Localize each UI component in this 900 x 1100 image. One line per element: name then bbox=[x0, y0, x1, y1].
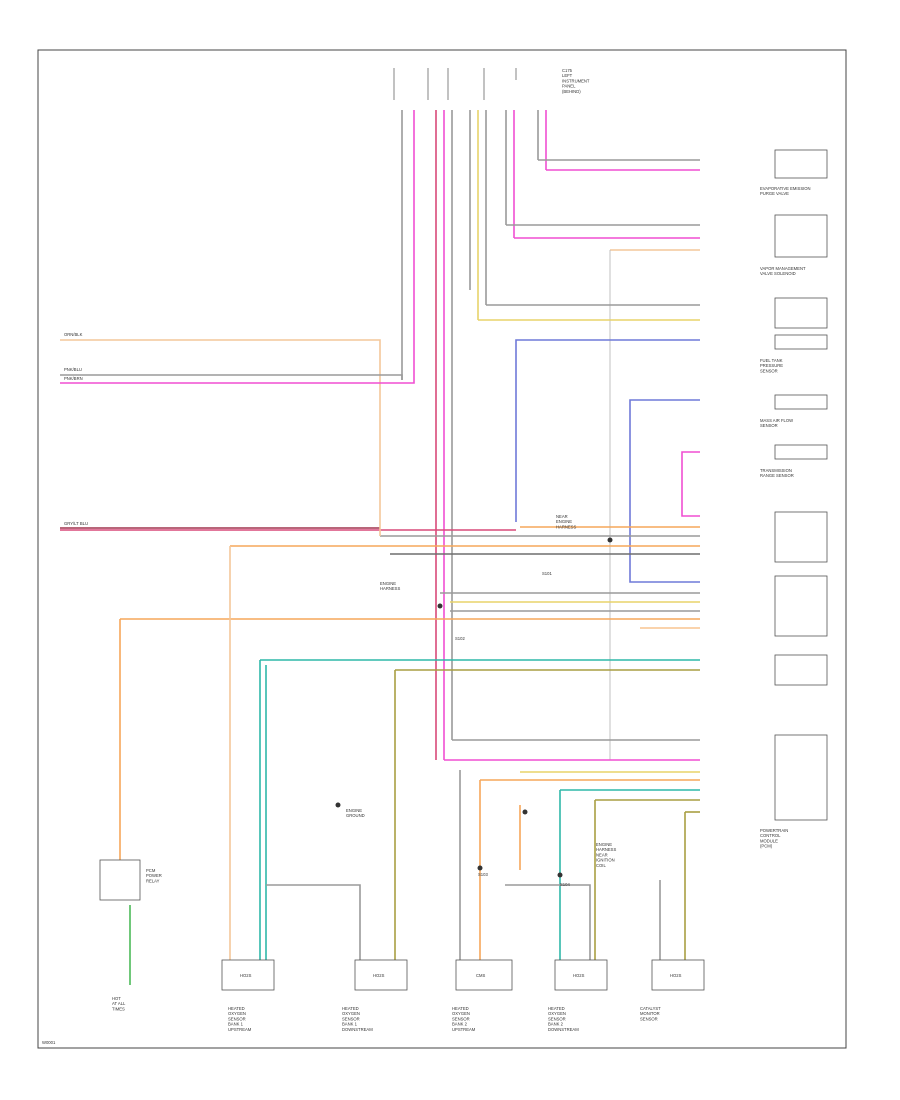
sensor-box-4 bbox=[554, 959, 608, 991]
splice-label-2: S102 bbox=[455, 636, 465, 641]
module-box-6 bbox=[774, 444, 828, 460]
diagram-frame bbox=[37, 49, 847, 1049]
splice-label-1: S101 bbox=[542, 571, 552, 576]
sensor-downruns bbox=[119, 546, 686, 985]
box-3-text: CMS bbox=[476, 973, 486, 978]
module-box-3 bbox=[774, 297, 828, 329]
left-inputs: ORN/BLK PNK/BLU PNK/BRN GRY/LT BLU bbox=[60, 332, 415, 536]
module-box-8 bbox=[774, 575, 828, 637]
sensor-box-5 bbox=[651, 959, 705, 991]
module-box-10 bbox=[774, 734, 828, 821]
splice-dot-5 bbox=[477, 865, 483, 871]
splice-dot-1 bbox=[607, 537, 613, 543]
splice-dot-3 bbox=[335, 802, 341, 808]
module-box-4 bbox=[774, 334, 828, 350]
left-wire-2b: PNK/BRN bbox=[64, 376, 83, 381]
module-box-2 bbox=[774, 214, 828, 258]
splice-dot-2 bbox=[437, 603, 443, 609]
box-2-text: HO2S bbox=[373, 973, 385, 978]
sensor-box-2 bbox=[354, 959, 408, 991]
module-box-1 bbox=[774, 149, 828, 179]
splice-dot-6 bbox=[557, 872, 563, 878]
top-connector bbox=[393, 68, 517, 100]
box-5-text: HO2S bbox=[670, 973, 682, 978]
module-box-5 bbox=[774, 394, 828, 410]
module-box-7 bbox=[774, 511, 828, 563]
left-wire-3: GRY/LT BLU bbox=[64, 521, 88, 526]
box-4-text: HO2S bbox=[573, 973, 585, 978]
sensor-box-1 bbox=[221, 959, 275, 991]
right-runs bbox=[60, 159, 700, 813]
splice-label-4: S104 bbox=[560, 882, 570, 887]
left-wire-1: ORN/BLK bbox=[64, 332, 83, 337]
splice-dot-4 bbox=[522, 809, 528, 815]
top-trunk-wires bbox=[401, 110, 547, 760]
splice-label-3: S103 bbox=[478, 872, 488, 877]
module-box-9 bbox=[774, 654, 828, 686]
left-wire-2a: PNK/BLU bbox=[64, 367, 82, 372]
pcm-power-relay bbox=[99, 859, 141, 901]
sensor-box-3 bbox=[455, 959, 513, 991]
footer-code: W0001 bbox=[42, 1040, 56, 1045]
box-1-text: HO2S bbox=[240, 973, 252, 978]
